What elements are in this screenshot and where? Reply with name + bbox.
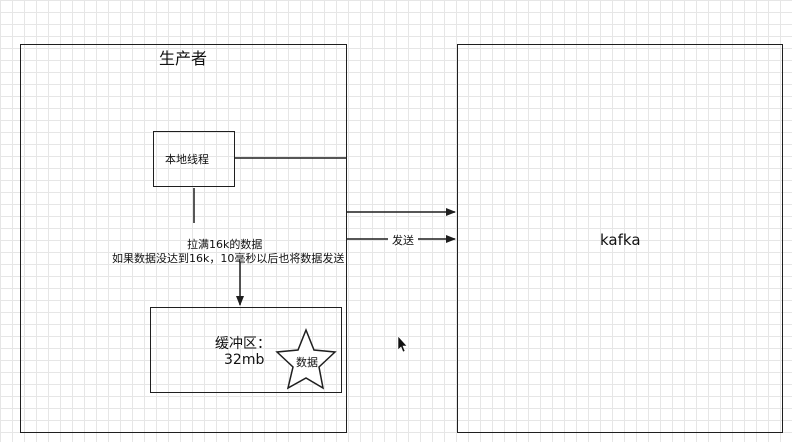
send-label: 发送	[392, 234, 414, 247]
pull-note-line2: 如果数据没达到16k，10毫秒以后也将数据发送	[112, 252, 345, 265]
pull-note-line1: 拉满16k的数据	[187, 238, 263, 251]
local-thread-label: 本地线程	[165, 153, 209, 166]
kafka-box[interactable]	[457, 44, 783, 433]
data-star-icon	[275, 327, 337, 390]
local-thread-box[interactable]	[153, 131, 235, 187]
mouse-cursor-icon	[397, 335, 408, 353]
producer-box[interactable]	[20, 44, 347, 433]
send-label-bg	[388, 231, 418, 247]
buffer-box[interactable]	[150, 307, 342, 393]
kafka-label: kafka	[600, 231, 641, 249]
buffer-label: 缓冲区：	[215, 336, 271, 352]
buffer-size: 32mb	[224, 352, 265, 368]
producer-title: 生产者	[159, 49, 208, 68]
star-label: 数据	[296, 356, 318, 369]
